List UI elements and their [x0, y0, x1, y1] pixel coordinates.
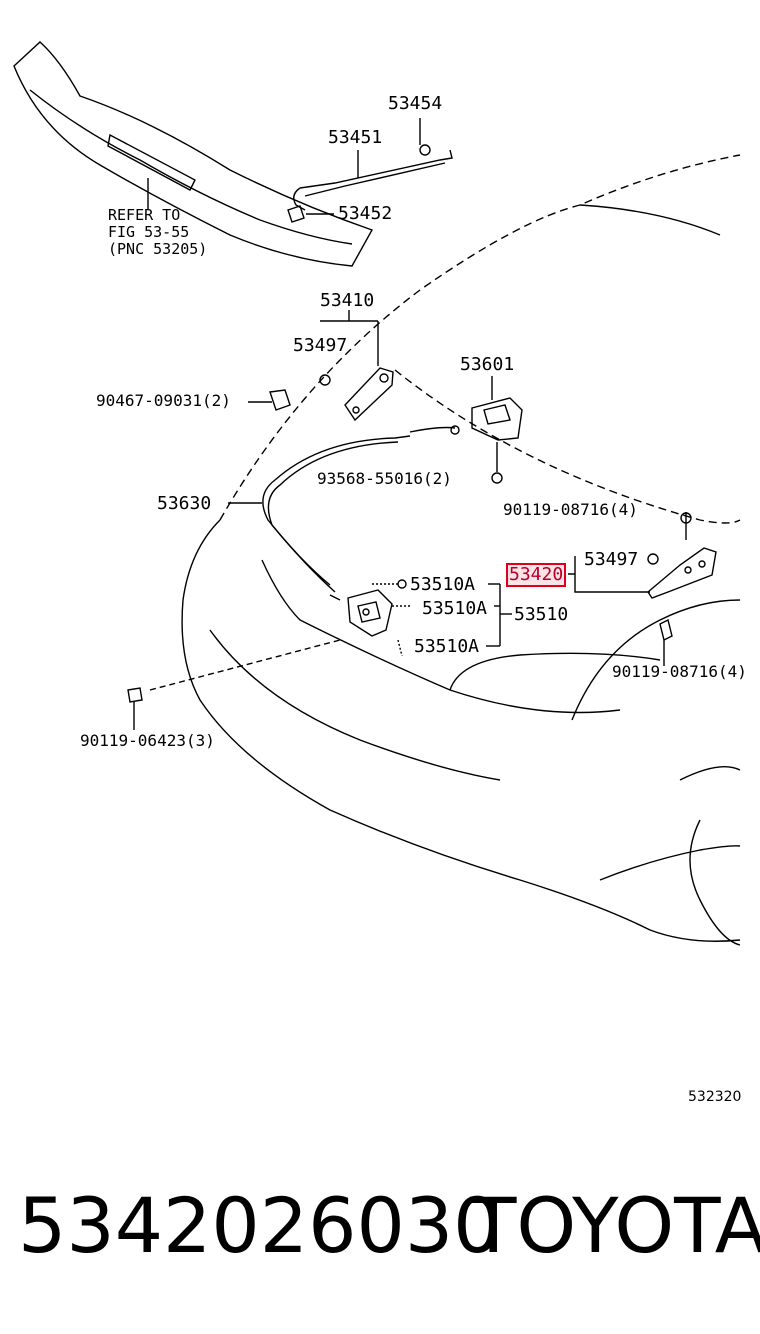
callout-53601[interactable]: 53601: [460, 354, 515, 375]
callout-53452[interactable]: 53452: [338, 203, 393, 224]
hood-lock-support: [568, 512, 717, 666]
callout-53510A-2[interactable]: 53510A: [422, 598, 488, 619]
hood-support-rod: [287, 118, 453, 223]
car-body: [181, 519, 741, 946]
part-number: 5342026030: [18, 1181, 502, 1270]
brand-name: TOYOTA: [470, 1181, 760, 1270]
reference-note-line1: REFER TO: [108, 206, 181, 224]
hood-hinge: [248, 310, 394, 422]
cowl-panel: [13, 41, 374, 267]
callout-53410[interactable]: 53410: [320, 290, 375, 311]
callout-90467-09031[interactable]: 90467-09031(2): [96, 391, 231, 410]
callout-53510[interactable]: 53510: [514, 604, 569, 625]
bolt-90119-06423: [127, 639, 341, 730]
reference-note-line3: (PNC 53205): [108, 240, 208, 258]
callout-53510A-3[interactable]: 53510A: [414, 636, 480, 657]
hood-lock-assembly: [329, 579, 512, 657]
callout-90119-08716-lower[interactable]: 90119-08716(4): [612, 662, 747, 681]
callout-53510A-1[interactable]: 53510A: [410, 574, 476, 595]
hood-outline: [219, 154, 741, 524]
callout-53454[interactable]: 53454: [388, 93, 443, 114]
reference-note-line2: FIG 53-55: [108, 223, 190, 241]
callout-53451[interactable]: 53451: [328, 127, 383, 148]
callout-53497-lower[interactable]: 53497: [584, 549, 639, 570]
callout-90119-08716-upper[interactable]: 90119-08716(4): [503, 500, 638, 519]
callout-53420-highlighted[interactable]: 53420: [506, 563, 567, 587]
figure-id: 532320: [688, 1089, 742, 1105]
callout-53497-upper[interactable]: 53497: [293, 335, 348, 356]
callout-90119-06423[interactable]: 90119-06423(3): [80, 731, 215, 750]
callout-53630[interactable]: 53630: [157, 493, 212, 514]
callout-93568-55016[interactable]: 93568-55016(2): [317, 469, 452, 488]
lock-bracket: [471, 376, 523, 484]
release-cable: [228, 425, 460, 593]
